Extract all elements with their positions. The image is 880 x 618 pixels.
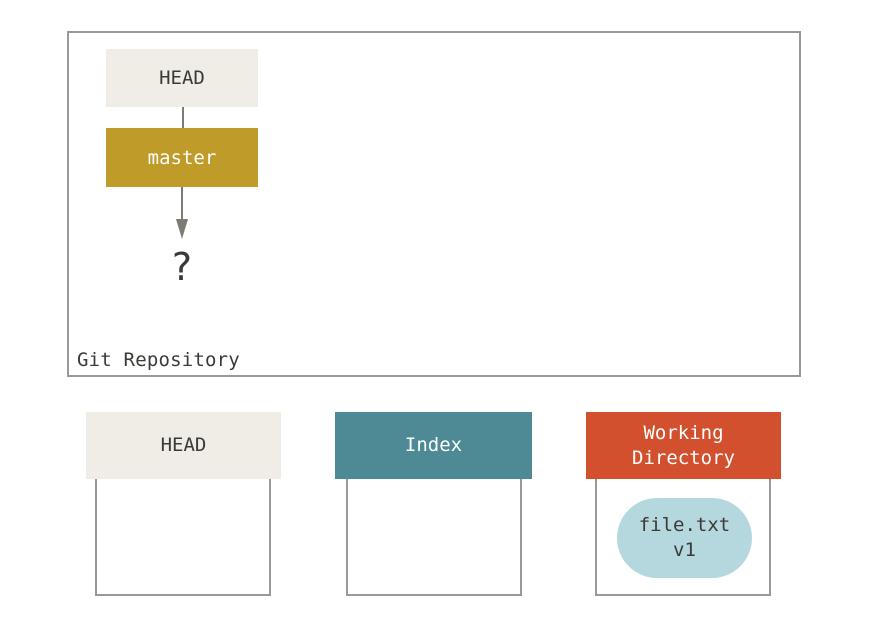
index-tree-title: Index <box>404 434 463 456</box>
head-to-master-connector <box>182 107 184 128</box>
head-tree-title: HEAD <box>160 434 207 456</box>
head-ref-label: HEAD <box>159 67 205 89</box>
working-directory-title-line1: Working <box>643 421 724 444</box>
working-directory-header: Working Directory <box>586 412 781 479</box>
file-version: v1 <box>673 539 696 561</box>
index-tree-header: Index <box>335 412 532 479</box>
git-repository-label: Git Repository <box>77 349 240 371</box>
head-tree-body <box>95 479 271 596</box>
index-tree-body <box>346 479 522 596</box>
unknown-commit-mark: ? <box>171 245 193 289</box>
master-branch-label: master <box>147 146 217 169</box>
master-branch-box: master <box>106 128 258 187</box>
arrow-down-icon <box>176 219 188 239</box>
head-ref-box: HEAD <box>106 49 258 107</box>
file-blob: file.txt v1 <box>617 498 752 578</box>
working-directory-title-line2: Directory <box>632 446 735 469</box>
file-name: file.txt <box>638 514 731 536</box>
head-tree-header: HEAD <box>86 412 281 479</box>
master-arrow-shaft <box>181 187 183 221</box>
